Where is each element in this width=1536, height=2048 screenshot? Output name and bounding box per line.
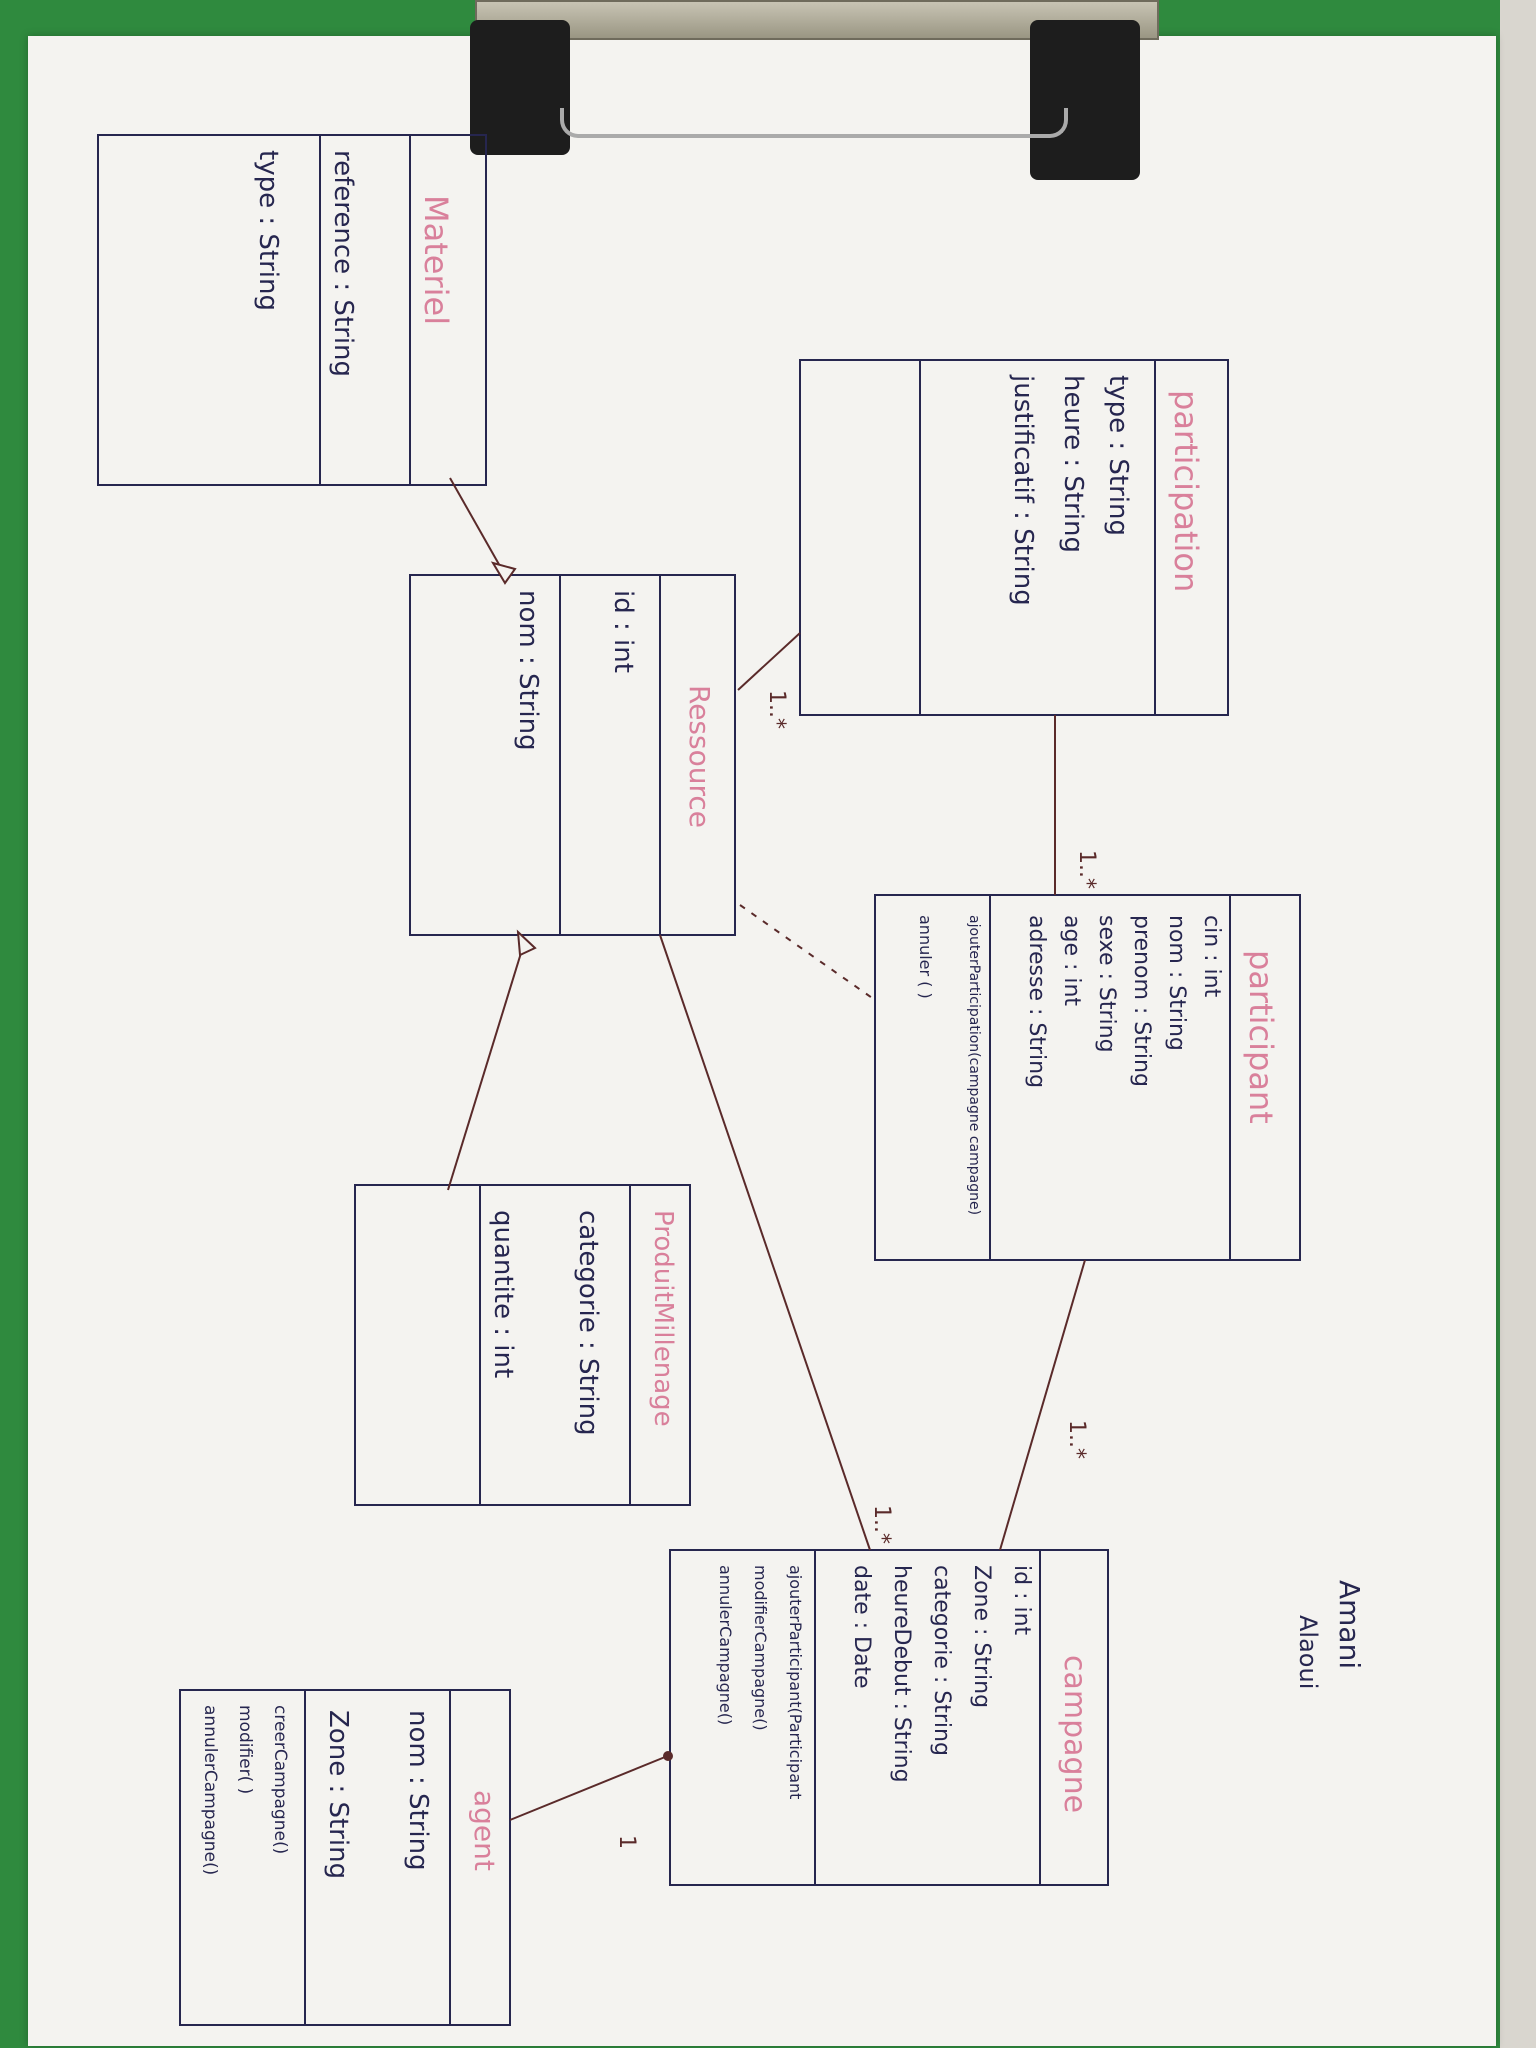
agent-method-1: modifier( )	[235, 1705, 255, 1794]
campagne-attr-2: categorie : String	[929, 1565, 954, 1756]
campagne-method-0: ajouterParticipant(Participant	[786, 1565, 805, 1799]
materiel-attr-1: type : String	[253, 150, 283, 311]
ressource-class-box	[409, 574, 736, 936]
clip-right-hinge	[1030, 20, 1140, 180]
materiel-ressource-inheritance	[449, 477, 506, 576]
campagne-method-2: annulerCampagne()	[716, 1565, 735, 1725]
ressource-participation-association	[737, 632, 801, 691]
participant-attr-2: prenom : String	[1129, 915, 1154, 1087]
participant-attr-4: age : int	[1059, 915, 1084, 1006]
clip-wire-rod	[560, 108, 1068, 138]
multiplicity-participation-participant: 1..*	[1074, 850, 1099, 889]
participant-title: participant	[1242, 950, 1280, 1124]
clip-left-hinge	[470, 20, 570, 155]
participation-attr-1: heure : String	[1058, 375, 1088, 553]
agent-attr-0: nom : String	[403, 1710, 433, 1871]
produit-ressource-inheritance	[447, 939, 526, 1191]
participant-method-0: ajouterParticipation(campagne campagne)	[966, 915, 982, 1215]
agent-method-2: annulerCampagne()	[200, 1705, 220, 1875]
participant-attr-3: sexe : String	[1094, 915, 1119, 1053]
paper-sheet	[28, 36, 1496, 2046]
materiel-class-box	[97, 134, 487, 486]
participation-class-box	[799, 359, 1229, 716]
ressource-attr-0: id : int	[608, 590, 638, 673]
participant-class-box	[874, 894, 1301, 1261]
author-name-line1: Amani	[1333, 1580, 1366, 1669]
participant-campagne-association	[999, 1259, 1086, 1551]
ressource-attr-1: nom : String	[513, 590, 543, 751]
multiplicity-ressource-campagne: 1..*	[869, 1505, 894, 1544]
produit-attr-1: quantite : int	[488, 1210, 518, 1378]
produit-class-box	[354, 1184, 691, 1506]
participant-attr-1: nom : String	[1164, 915, 1189, 1051]
agent-attr-1: Zone : String	[323, 1710, 353, 1879]
participation-title: participation	[1167, 390, 1205, 592]
participation-attr-0: type : String	[1103, 375, 1133, 536]
campagne-attr-3: heureDebut : String	[889, 1565, 914, 1783]
campagne-title: campagne	[1057, 1655, 1092, 1813]
participation-attr-2: justificatif : String	[1008, 374, 1038, 606]
ressource-participant-dashed	[739, 904, 876, 1001]
ressource-title: Ressource	[683, 685, 716, 828]
multiplicity-participant-campagne: 1..*	[1064, 1420, 1089, 1459]
campagne-attr-4: date : Date	[849, 1565, 874, 1689]
author-name-line2: Alaoui	[1294, 1615, 1322, 1689]
multiplicity-agent-campagne: 1	[614, 1835, 639, 1849]
agent-title: agent	[468, 1790, 501, 1871]
participant-method-1: annuler ( )	[916, 915, 935, 999]
multiplicity-ressource-participation: 1..*	[764, 690, 789, 729]
participant-attr-0: cin : int	[1199, 915, 1224, 998]
campagne-method-1: modifierCampagne()	[751, 1565, 770, 1731]
produit-title: ProduitMillenage	[648, 1210, 678, 1427]
agent-class-box	[179, 1689, 511, 2026]
campagne-attr-0: id : int	[1009, 1565, 1034, 1636]
produit-attr-0: categorie : String	[573, 1210, 603, 1436]
ressource-campagne-association	[659, 934, 871, 1551]
campagne-attr-1: Zone : String	[969, 1565, 994, 1708]
campagne-class-box	[669, 1549, 1109, 1886]
participant-attr-5: adresse : String	[1024, 915, 1049, 1088]
agent-method-0: creerCampagne()	[270, 1705, 290, 1854]
materiel-attr-0: reference : String	[328, 150, 358, 377]
materiel-title: Materiel	[417, 195, 455, 325]
agent-campagne-association	[509, 1754, 671, 1821]
